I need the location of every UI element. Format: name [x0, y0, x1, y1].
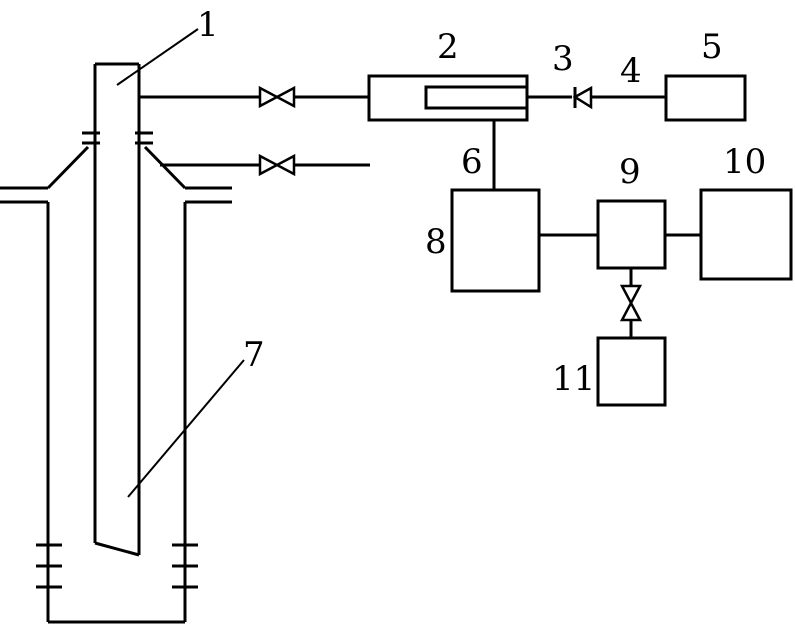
component-10-box [699, 188, 793, 281]
label-10: 10 [723, 142, 766, 182]
upper-valve-icon [258, 85, 296, 109]
wellhead-seal-marks [82, 131, 153, 145]
component-8-box [450, 188, 541, 293]
component-2-box [367, 74, 529, 122]
label-1: 1 [197, 5, 219, 45]
label-8: 8 [425, 222, 447, 262]
component-11-box [596, 336, 667, 407]
label-5: 5 [701, 27, 723, 67]
vertical-valve-icon [619, 284, 643, 322]
label-6: 6 [461, 142, 483, 182]
component-9-box [596, 199, 667, 270]
leader-line-7 [127, 359, 245, 498]
leader-line-1 [116, 28, 199, 86]
label-11: 11 [552, 359, 595, 399]
component-5-box [664, 74, 747, 122]
label-3: 3 [552, 39, 574, 79]
label-7: 7 [243, 335, 265, 375]
bottom-packer-marks [36, 543, 198, 589]
label-4: 4 [620, 51, 642, 91]
wellbore-casing [0, 145, 232, 624]
label-9: 9 [619, 152, 641, 192]
lower-valve-icon [258, 153, 296, 177]
check-valve-icon [572, 85, 593, 110]
tubing-string [93, 62, 141, 557]
label-2: 2 [437, 27, 459, 67]
